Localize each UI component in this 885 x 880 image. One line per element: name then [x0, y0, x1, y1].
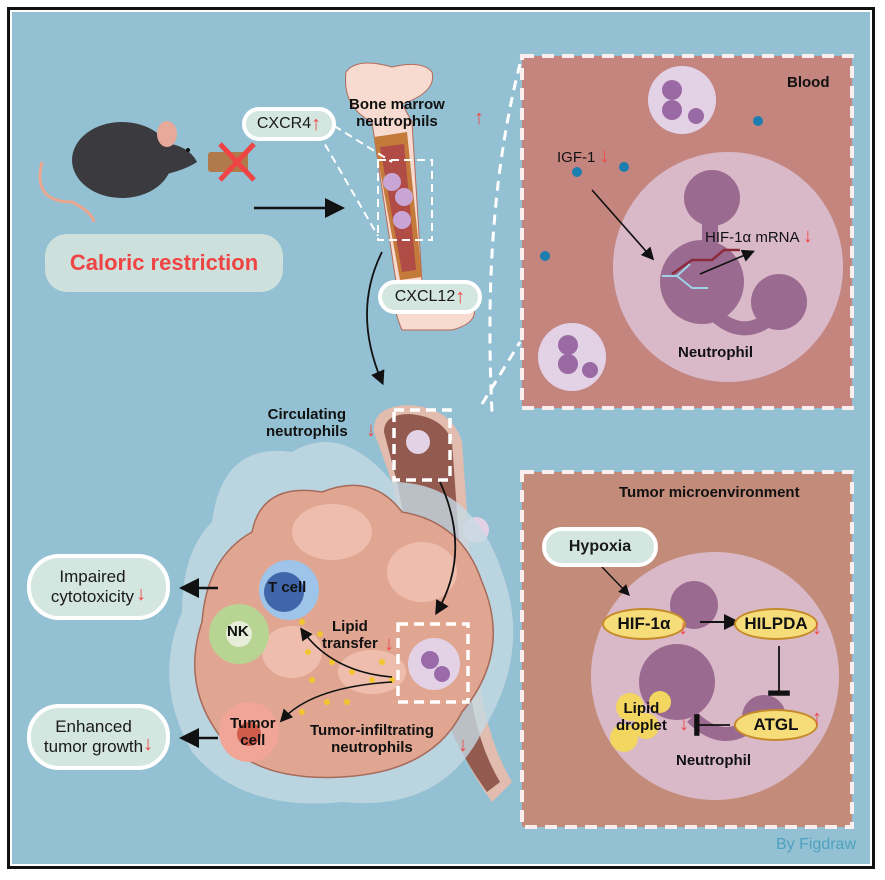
- down-arrow-icon: ↓: [679, 713, 689, 735]
- down-arrow-icon: ↓: [384, 633, 394, 655]
- up-arrow-icon: ↑: [474, 107, 484, 129]
- outcome-enhanced-tumor-growth: Enhanced tumor growth ↓: [27, 704, 170, 770]
- figure-canvas: Caloric restriction CXCR4 ↑ CXCL12 ↑ Bon…: [12, 12, 870, 864]
- hif1a-node: HIF-1α: [602, 608, 686, 640]
- blood-panel-title: Blood: [787, 74, 830, 91]
- blood-panel: [520, 54, 854, 410]
- nk-cell-label: NK: [227, 623, 249, 640]
- down-arrow-icon: ↓: [458, 734, 468, 756]
- nk-cell-icon: [209, 604, 269, 664]
- tme-neutrophil-label: Neutrophil: [676, 752, 751, 769]
- lipid-droplet-icon: [610, 691, 671, 752]
- lipid-transfer-label: Lipid transfer: [322, 618, 378, 652]
- blood-neutrophil-label: Neutrophil: [678, 344, 753, 361]
- up-arrow-icon: ↑: [812, 707, 822, 729]
- small-neutrophil-icon: [648, 66, 716, 134]
- caloric-restriction-label: Caloric restriction: [45, 234, 283, 292]
- t-cell-label: T cell: [268, 579, 307, 596]
- tumor-cell-icon: [219, 702, 279, 762]
- cxcr4-marker: CXCR4 ↑: [242, 107, 336, 141]
- bone-marrow-neutrophils-label: Bone marrow neutrophils: [349, 96, 445, 130]
- tme-panel-title: Tumor microenvironment: [619, 484, 800, 501]
- neutrophil-cell-icon: [613, 152, 843, 382]
- igf1-label: IGF-1 ↓: [557, 145, 610, 167]
- igf1-molecule-icon: [540, 116, 763, 261]
- circulating-neutrophils-label: Circulating neutrophils: [266, 406, 348, 440]
- hif1a-mrna-label: HIF-1α mRNA ↓: [705, 225, 813, 247]
- cxcl12-marker: CXCL12 ↑: [378, 280, 482, 314]
- lipid-particles: [299, 619, 395, 715]
- lipid-droplet-label: Lipid droplet: [616, 700, 667, 734]
- mouse-icon: [38, 121, 197, 223]
- down-arrow-icon: ↓: [136, 583, 147, 605]
- hilpda-node: HILPDA: [734, 608, 818, 640]
- down-arrow-icon: ↓: [599, 145, 610, 167]
- down-arrow-icon: ↓: [366, 419, 376, 441]
- hypoxia-stimulus: Hypoxia: [542, 527, 658, 567]
- down-arrow-icon: ↓: [678, 617, 688, 639]
- tme-panel: [520, 470, 854, 829]
- atgl-node: ATGL: [734, 709, 818, 741]
- infiltrating-neutrophil-icon: [396, 622, 470, 704]
- tumor-infiltrating-neutrophils-label: Tumor-infiltrating neutrophils: [310, 722, 434, 756]
- outcome-impaired-cytotoxicity: Impaired cytotoxicity ↓: [27, 554, 170, 620]
- food-crossed-icon: [208, 142, 256, 182]
- down-arrow-icon: ↓: [812, 617, 822, 639]
- watermark: By Figdraw: [775, 836, 856, 853]
- t-cell-icon: [259, 560, 319, 620]
- up-arrow-icon: ↑: [311, 113, 322, 135]
- small-neutrophil-icon: [538, 323, 606, 391]
- down-arrow-icon: ↓: [143, 733, 154, 755]
- down-arrow-icon: ↓: [802, 225, 813, 247]
- up-arrow-icon: ↑: [455, 286, 466, 308]
- tumor-cell-label: Tumor cell: [230, 715, 276, 749]
